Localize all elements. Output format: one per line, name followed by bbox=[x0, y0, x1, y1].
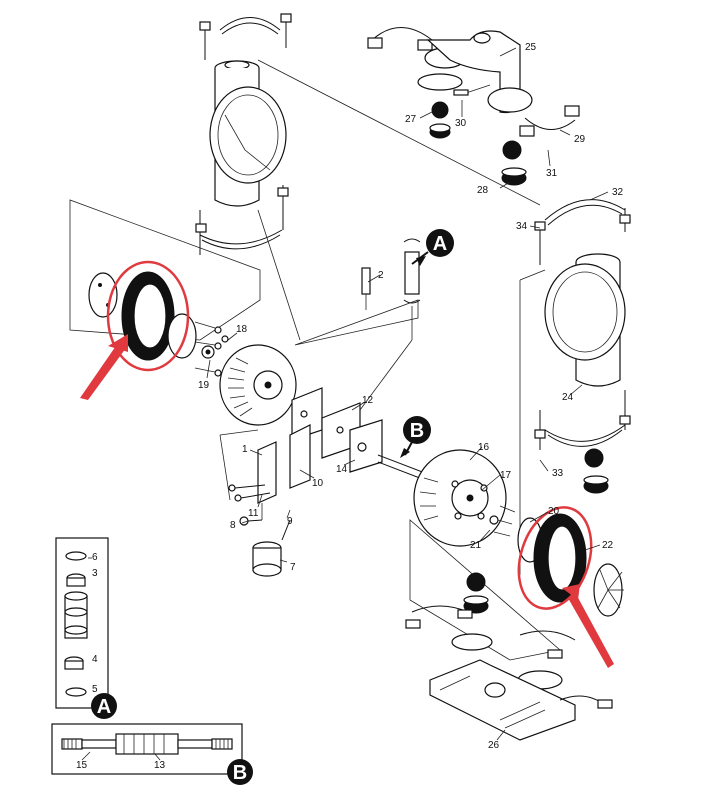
label-2: 2 bbox=[378, 270, 384, 281]
label-26: 26 bbox=[488, 740, 500, 751]
label-16: 16 bbox=[478, 442, 490, 453]
part-labels: 2 18 19 1 12 14 10 11 8 9 7 16 17 20 21 … bbox=[198, 42, 624, 751]
label-1: 1 bbox=[242, 444, 248, 455]
label-20: 20 bbox=[548, 506, 560, 517]
label-14: 14 bbox=[336, 464, 348, 475]
inset-a-callout: A bbox=[97, 696, 111, 718]
label-28: 28 bbox=[477, 185, 489, 196]
label-33: 33 bbox=[552, 468, 564, 479]
label-25: 25 bbox=[525, 42, 537, 53]
label-18: 18 bbox=[236, 324, 248, 335]
label-4: 4 bbox=[92, 654, 98, 665]
left-manifold bbox=[195, 13, 541, 341]
label-9: 9 bbox=[287, 516, 293, 527]
label-32: 32 bbox=[612, 187, 624, 198]
callout-b: B bbox=[400, 416, 431, 458]
leader-lines bbox=[206, 47, 609, 741]
label-22: 22 bbox=[602, 540, 614, 551]
right-manifold bbox=[519, 199, 631, 575]
label-10: 10 bbox=[312, 478, 324, 489]
label-6: 6 bbox=[92, 552, 98, 563]
callout-a-label: A bbox=[433, 233, 447, 255]
air-motor-assembly bbox=[219, 267, 419, 577]
callout-b-label: B bbox=[410, 420, 424, 442]
label-7: 7 bbox=[290, 562, 296, 573]
label-19: 19 bbox=[198, 380, 210, 391]
top-right-manifold bbox=[367, 27, 580, 137]
label-17: 17 bbox=[500, 470, 512, 481]
label-30: 30 bbox=[455, 118, 467, 129]
inset-a: 6 3 4 5 A bbox=[55, 537, 117, 719]
label-24: 24 bbox=[562, 392, 574, 403]
right-diaphragm-assembly bbox=[409, 449, 624, 661]
label-29: 29 bbox=[574, 134, 586, 145]
label-31: 31 bbox=[546, 168, 558, 179]
label-12: 12 bbox=[362, 395, 374, 406]
bottom-manifold bbox=[405, 572, 613, 741]
label-27: 27 bbox=[405, 114, 417, 125]
callout-a: A bbox=[411, 229, 454, 266]
inset-b: 15 13 B bbox=[51, 723, 253, 785]
right-diaphragm-highlight bbox=[517, 506, 614, 668]
label-11: 11 bbox=[248, 508, 259, 519]
label-13: 13 bbox=[154, 760, 166, 771]
left-diaphragm-highlight bbox=[80, 260, 190, 400]
label-34: 34 bbox=[516, 221, 528, 232]
label-8: 8 bbox=[230, 520, 236, 531]
top-check-valves bbox=[429, 101, 527, 186]
label-3: 3 bbox=[92, 568, 98, 579]
inset-b-callout: B bbox=[233, 762, 247, 784]
label-15: 15 bbox=[76, 760, 88, 771]
label-21: 21 bbox=[470, 540, 482, 551]
left-diaphragm-assembly bbox=[69, 199, 261, 377]
label-5: 5 bbox=[92, 684, 98, 695]
